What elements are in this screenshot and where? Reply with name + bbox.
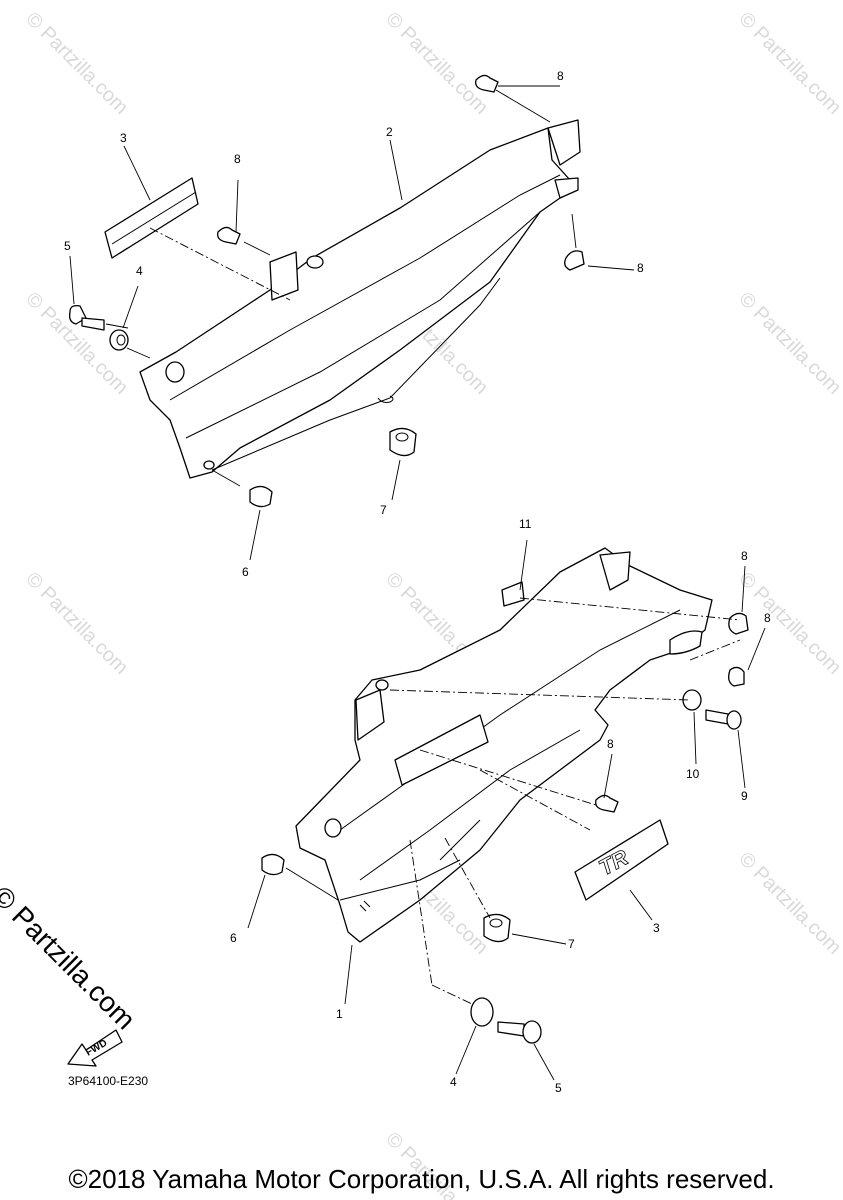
grommet-upper [389, 427, 417, 457]
callout-11: 11 [519, 517, 532, 531]
clip-left [217, 226, 241, 245]
callout-8: 8 [234, 152, 241, 166]
clip-top [475, 74, 499, 93]
callout-3: 3 [120, 131, 127, 145]
clip-right [564, 250, 585, 271]
callout-4: 4 [450, 1075, 457, 1089]
watermark: © Partzilla.com [734, 288, 843, 399]
fwd-arrow-icon: FWD [67, 1029, 123, 1067]
diagram-code: 3P64100-E230 [68, 1074, 149, 1088]
clip-lower-3 [595, 794, 619, 813]
bolt-9 [705, 709, 729, 725]
collar-lower [470, 997, 494, 1027]
callout-8: 8 [637, 261, 644, 275]
watermark: © Partzilla.com [734, 848, 843, 959]
callout-5: 5 [555, 1081, 562, 1095]
callout-3: 3 [653, 921, 660, 935]
callout-6: 6 [230, 931, 237, 945]
callout-6: 6 [242, 565, 249, 579]
emblem-lower [574, 819, 669, 901]
damper-lower [261, 853, 285, 876]
callout-8: 8 [741, 549, 748, 563]
callout-8: 8 [764, 611, 771, 625]
callout-9: 9 [741, 789, 748, 803]
callout-7: 7 [568, 937, 575, 951]
watermark: © Partzilla.com [734, 8, 843, 119]
clip-lower-1 [728, 612, 749, 635]
callout-numbers: 2 3 8 8 8 5 4 7 6 11 8 8 8 10 9 3 7 6 1 … [64, 69, 771, 1095]
upper-fasteners [68, 74, 635, 561]
side-cover-upper [139, 119, 581, 479]
bolt-lower [497, 1021, 525, 1037]
side-cover-lower [295, 547, 713, 943]
watermark: © Partzilla.com [21, 8, 132, 119]
callout-8: 8 [607, 737, 614, 751]
emblem-upper [104, 177, 199, 259]
damper-upper [249, 485, 273, 508]
callout-5: 5 [64, 239, 71, 253]
copyright-notice: ©2018 Yamaha Motor Corporation, U.S.A. A… [68, 1164, 775, 1194]
callout-7: 7 [380, 503, 387, 517]
callout-4: 4 [136, 264, 143, 278]
callout-2: 2 [386, 125, 393, 139]
watermark: © Partzilla.com [381, 8, 492, 119]
watermark: © Partzilla.com [21, 568, 132, 679]
grommet-lower [483, 913, 511, 943]
callout-1: 1 [336, 1007, 343, 1021]
callout-10: 10 [686, 767, 700, 781]
clip-lower-2 [728, 666, 745, 687]
collar-upper [109, 329, 129, 351]
callout-8: 8 [557, 69, 564, 83]
